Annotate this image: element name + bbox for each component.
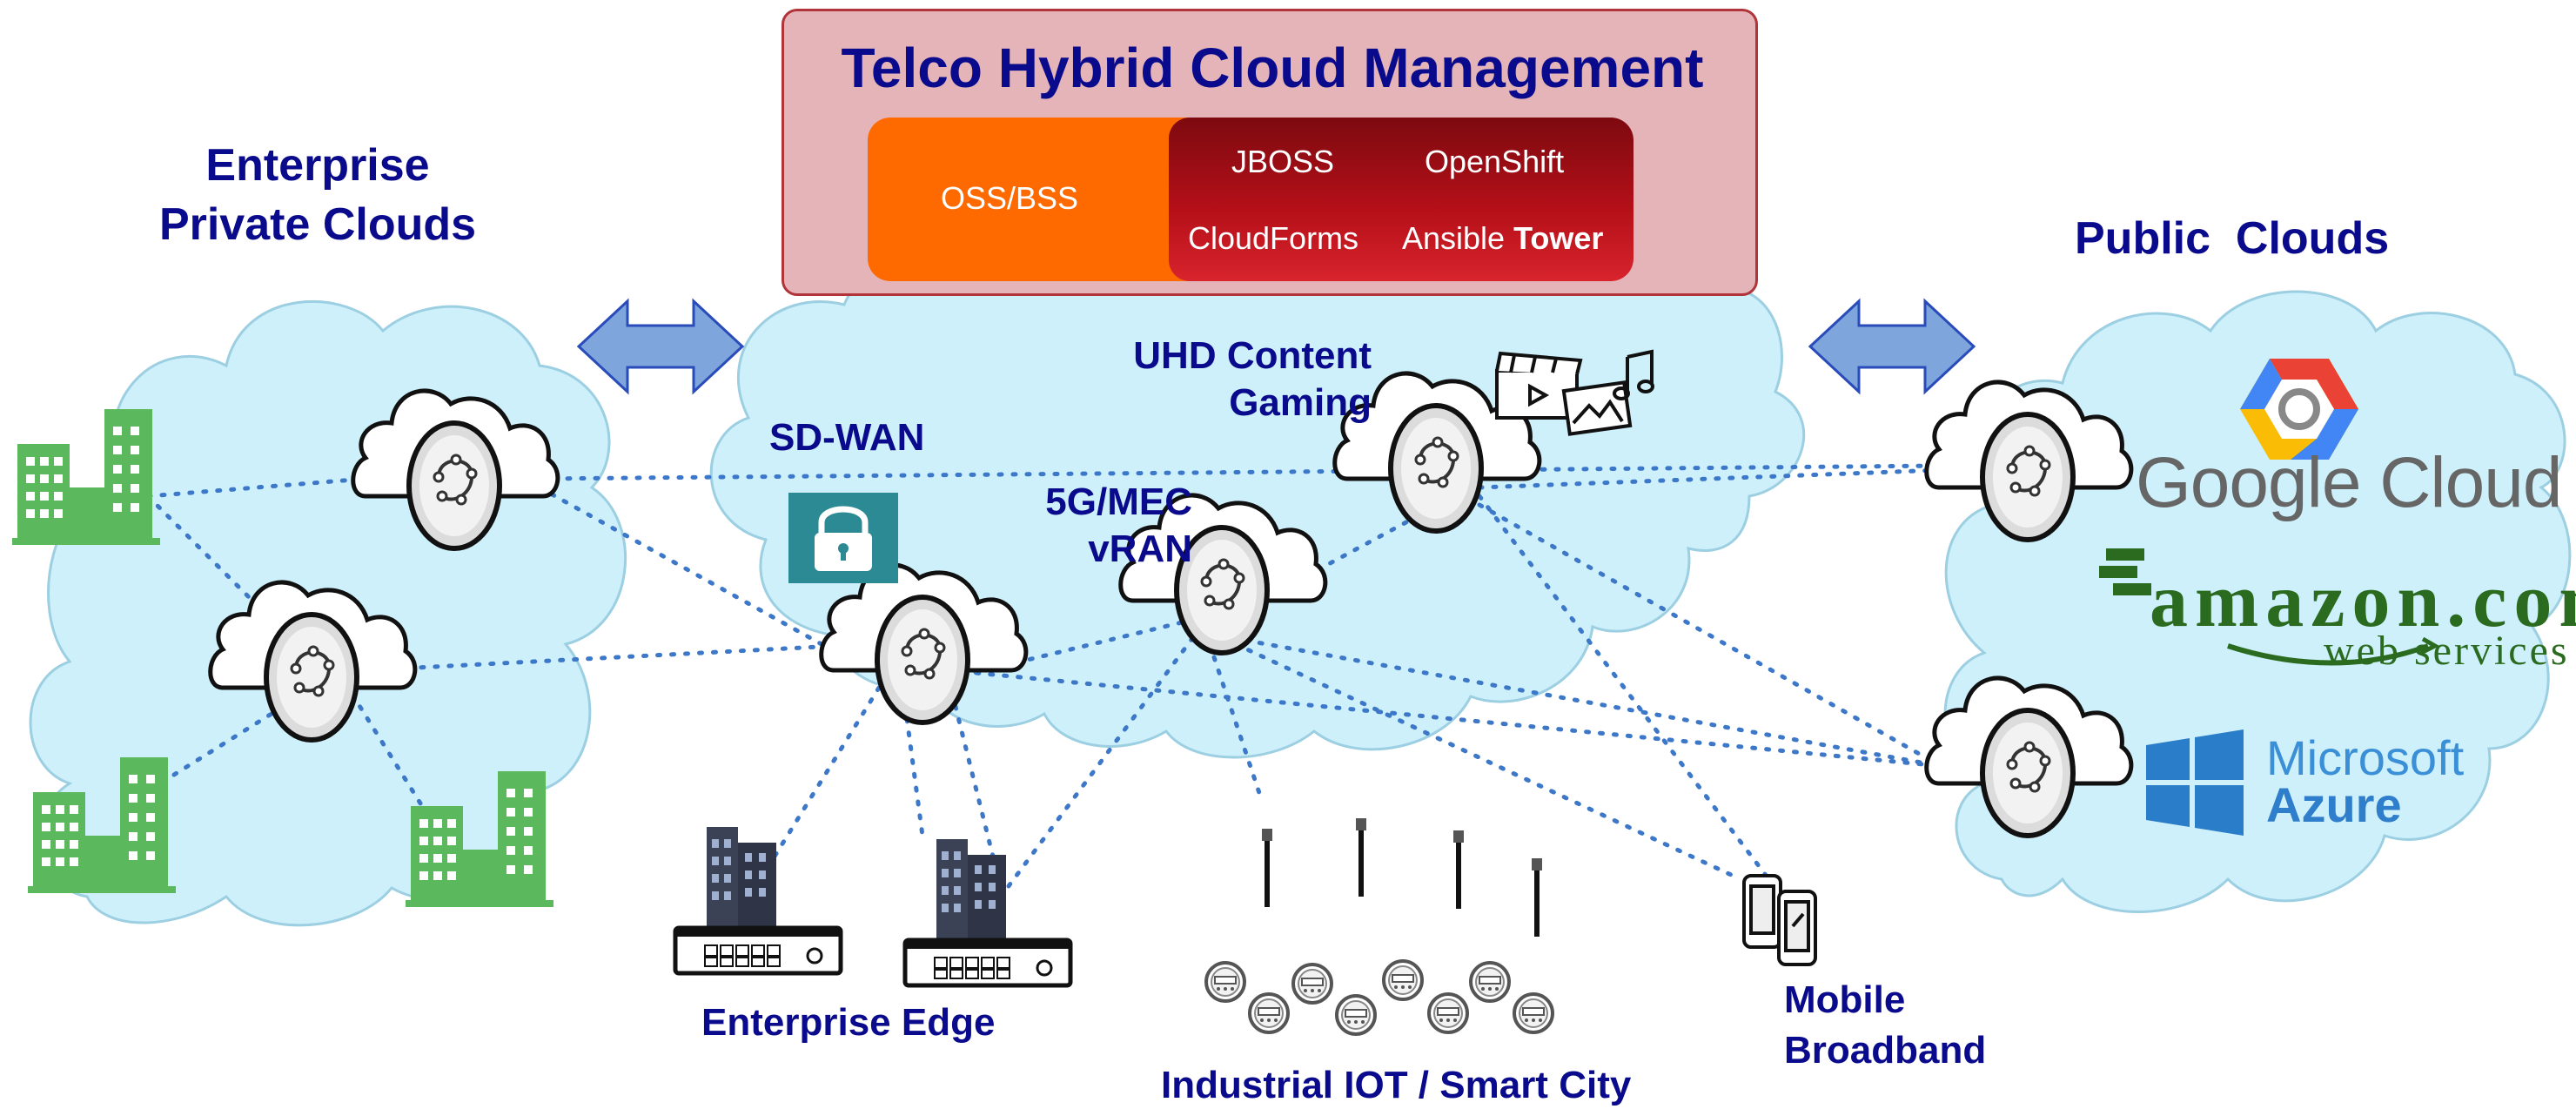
tower-label: Tower	[1513, 220, 1604, 256]
enterprise-label-line-1: Enterprise	[205, 140, 430, 191]
enterprise-edge-device-2	[905, 839, 1070, 985]
ansible-tower-label: Ansible Tower	[1402, 220, 1603, 257]
iot-antenna-1	[1262, 829, 1272, 907]
vran-line: vRAN	[1088, 528, 1192, 570]
amazon-logo-icon	[2099, 548, 2440, 666]
oss-bss-label: OSS/BSS	[941, 180, 1079, 216]
enterprise-label-line-2: Private Clouds	[158, 199, 477, 250]
mec-vran-label: 5G/MEC vRAN	[1001, 479, 1192, 573]
public-clouds-label: Public Clouds	[2075, 213, 2390, 264]
google-cloud-logo-icon	[2240, 359, 2358, 460]
mobile-line: Mobile	[1784, 978, 1906, 1021]
azure-logo-text: Azure	[2266, 777, 2402, 832]
uhd-content-line: UHD Content	[1133, 334, 1372, 377]
iot-antenna-3	[1453, 830, 1464, 909]
management-stack: OSS/BSS JBOSS OpenShift CloudForms Ansib…	[868, 118, 1633, 281]
ansible-label: Ansible	[1402, 220, 1506, 256]
amazon-web-services-text: web services	[2324, 628, 2570, 674]
iot-smart-meters	[1204, 959, 1554, 1036]
amazon-logo-text: amazon.com	[2150, 559, 2576, 643]
enterprise-building-icon-1	[12, 409, 160, 545]
openshift-label: OpenShift	[1425, 144, 1565, 179]
gaming-line: Gaming	[1229, 381, 1372, 424]
microsoft-logo-text: Microsoft	[2266, 730, 2465, 785]
platform-block: JBOSS OpenShift CloudForms Ansible Tower	[1169, 118, 1633, 281]
industrial-iot-label: Industrial IOT / Smart City	[1161, 1064, 1632, 1106]
cloudforms-label: CloudForms	[1188, 220, 1359, 256]
mec-line: 5G/MEC	[1045, 481, 1192, 523]
left-double-arrow	[577, 299, 744, 393]
enterprise-edge-label: Enterprise Edge	[701, 1001, 996, 1044]
mobile-broadband-label: Mobile Broadband	[1784, 975, 1986, 1076]
uhd-content-gaming-label: UHD Content Gaming	[1110, 333, 1372, 427]
sdwan-lock-icon	[788, 493, 898, 583]
sd-wan-label: SD-WAN	[769, 416, 925, 459]
iot-antenna-4	[1532, 858, 1542, 937]
windows-logo-icon	[2146, 729, 2244, 836]
oss-bss-block: OSS/BSS	[868, 118, 1198, 281]
enterprise-private-clouds-label: Enterprise Private Clouds	[122, 136, 513, 254]
iot-antenna-2	[1356, 818, 1366, 897]
broadband-line: Broadband	[1784, 1029, 1987, 1072]
network-links	[145, 463, 1943, 899]
enterprise-edge-device-1	[675, 827, 841, 973]
jboss-label: JBOSS	[1231, 144, 1335, 179]
telco-management-box: Telco Hybrid Cloud Management OSS/BSS JB…	[782, 9, 1758, 296]
page-title: Telco Hybrid Cloud Management	[841, 37, 1704, 99]
mobile-phone-icon	[1742, 874, 1817, 966]
google-cloud-logo-text: Google Cloud	[2136, 443, 2562, 522]
media-content-icon	[1495, 349, 1654, 436]
right-double-arrow	[1808, 299, 1976, 393]
